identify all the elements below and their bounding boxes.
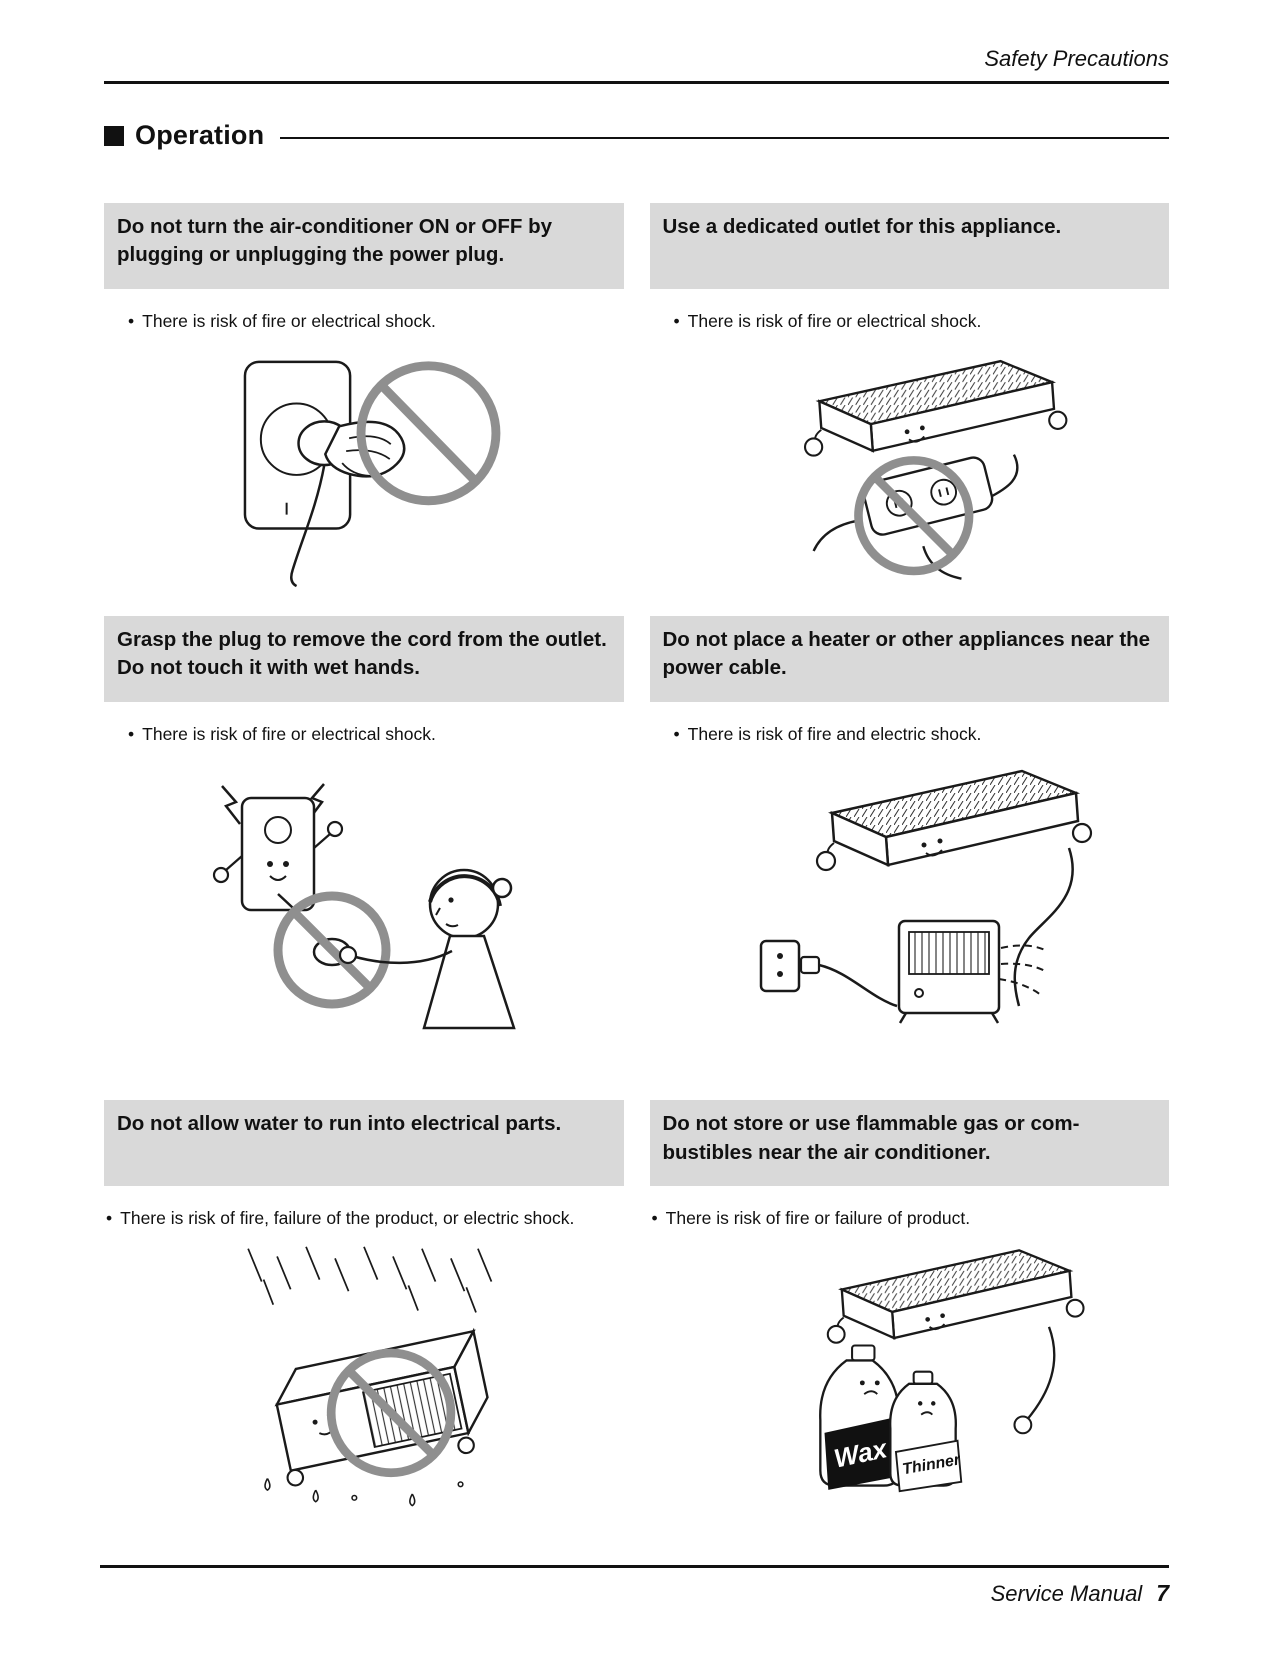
hand-pulling-plug-prohibited-illustration [243, 360, 501, 587]
bullet-marker: • [106, 1208, 113, 1229]
panel-no-water: Do not allow water to run into electrica… [104, 1100, 624, 1527]
risk-text: There is risk of fire or electrical shoc… [687, 311, 982, 331]
illustration-wrap [104, 344, 624, 592]
panel-risk-text: • There is risk of fire or failure of pr… [652, 1207, 1170, 1231]
section-title: Operation [135, 120, 265, 150]
section-bullet-square [104, 125, 124, 146]
section-rule [280, 136, 1169, 139]
bullet-marker: • [651, 1208, 658, 1229]
illustration-wrap [104, 1241, 624, 1527]
illustration-wrap: Wax Thinner [650, 1241, 1170, 1527]
panel-row: Do not allow water to run into electrica… [104, 1100, 1169, 1527]
panel-title: Do not store or use flammable gas or com… [649, 1100, 1169, 1187]
panel-dedicated-outlet: Use a dedicated outlet for this applianc… [649, 203, 1170, 592]
heater-near-power-cable-illustration [760, 770, 1093, 1024]
panel-title: Do not place a heater or other appliance… [649, 615, 1169, 702]
air-conditioner-multi-outlet-prohibited-illustration [804, 359, 1068, 580]
panel-title: Do not turn the air-conditioner ON or OF… [104, 203, 624, 289]
bullet-marker: • [128, 723, 135, 744]
page-footer: Service Manual 7 [100, 1565, 1169, 1607]
safety-panels-grid: Do not turn the air-conditioner ON or OF… [104, 203, 1169, 1527]
panel-title: Do not allow water to run into electrica… [104, 1100, 624, 1187]
risk-text: There is risk of fire and electric shock… [687, 723, 982, 744]
illustration-wrap [650, 344, 1170, 592]
section-heading: Operation [104, 120, 1169, 151]
running-header: Safety Precautions [984, 46, 1169, 71]
panel-no-plug-switching: Do not turn the air-conditioner ON or OF… [104, 203, 624, 592]
flammable-bottles-near-air-conditioner-illustration: Wax Thinner [819, 1249, 1085, 1493]
illustration-wrap [650, 756, 1170, 1076]
bullet-marker: • [673, 311, 680, 331]
panel-risk-text: • There is risk of fire or electrical sh… [128, 310, 624, 334]
water-on-air-conditioner-prohibited-illustration [247, 1246, 493, 1507]
panel-grasp-plug: Grasp the plug to remove the cord from t… [104, 615, 624, 1077]
panel-title: Grasp the plug to remove the cord from t… [104, 615, 624, 702]
footer-rule [100, 1565, 1169, 1568]
woman-yanking-cord-sparking-outlet-prohibited-illustration [212, 783, 516, 1030]
risk-text: There is risk of fire or failure of prod… [665, 1208, 971, 1229]
risk-text: There is risk of fire, failure of the pr… [120, 1208, 575, 1229]
illustration-wrap [104, 756, 624, 1076]
footer-label: Service Manual [990, 1581, 1143, 1606]
panel-risk-text: • There is risk of fire and electric sho… [674, 723, 1170, 747]
panel-row: Do not turn the air-conditioner ON or OF… [104, 203, 1169, 592]
panel-risk-text: • There is risk of fire or electrical sh… [674, 310, 1170, 334]
panel-no-heater-near-cable: Do not place a heater or other appliance… [649, 615, 1170, 1077]
bullet-marker: • [673, 723, 680, 744]
panel-risk-text: • There is risk of fire or electrical sh… [128, 723, 624, 747]
panel-no-flammables: Do not store or use flammable gas or com… [649, 1100, 1170, 1527]
bullet-marker: • [128, 311, 135, 331]
panel-title: Use a dedicated outlet for this applianc… [649, 203, 1169, 289]
header-rule [104, 81, 1169, 84]
risk-text: There is risk of fire or electrical shoc… [142, 723, 436, 744]
risk-text: There is risk of fire or electrical shoc… [142, 311, 436, 331]
page-number: 7 [1156, 1580, 1169, 1606]
panel-risk-text: • There is risk of fire, failure of the … [106, 1207, 624, 1231]
panel-row: Grasp the plug to remove the cord from t… [104, 615, 1170, 1077]
